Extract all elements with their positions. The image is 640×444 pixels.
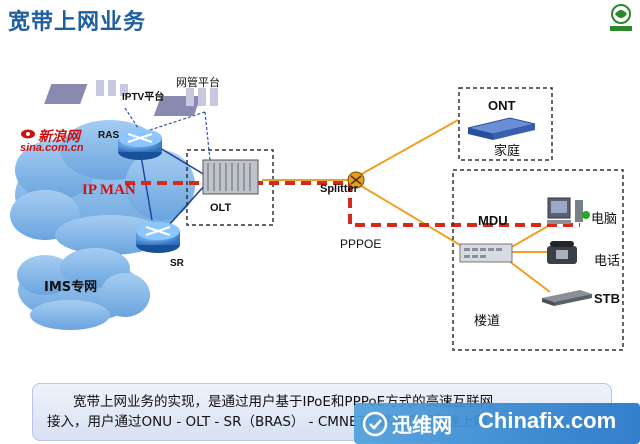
stb-label: STB <box>594 291 620 306</box>
iptv-label: IPTV平台 <box>122 92 165 103</box>
ims-cloud-icon <box>17 248 150 330</box>
sr-label: SR <box>170 258 184 269</box>
ont-label: ONT <box>488 98 516 113</box>
corridor-label: 楼道 <box>474 314 501 329</box>
status-led-icon <box>582 211 590 219</box>
watermark-logo-icon <box>362 411 388 437</box>
phone-label: 电话 <box>594 254 621 269</box>
watermark-left-text: 迅维网 <box>392 413 452 437</box>
sina-brand: 新浪网 <box>38 129 80 145</box>
ipman-cloud-icon <box>10 120 195 255</box>
network-diagram <box>10 80 624 351</box>
splitter-label: Splitter <box>320 183 358 195</box>
bras-router-icon <box>118 129 162 160</box>
page-title: 宽带上网业务 <box>8 10 147 35</box>
home-label: 家庭 <box>494 144 521 159</box>
watermark-right-text: Chinafix.com <box>478 408 617 433</box>
telephone-icon <box>547 241 577 264</box>
sina-domain: sina.com.cn <box>20 142 84 154</box>
nms-label: 网管平台 <box>176 76 220 89</box>
pppoe-label: PPPOE <box>340 237 382 251</box>
splitter-icon <box>347 171 365 189</box>
olt-label: OLT <box>210 202 232 214</box>
sr-router-icon <box>136 222 180 253</box>
ipman-label: IP MAN <box>82 182 136 198</box>
mdu-label: MDU <box>478 213 508 228</box>
mdu-icon <box>459 243 513 263</box>
watermark-banner <box>354 403 640 444</box>
ont-modem-icon <box>467 117 536 140</box>
computer-icon <box>547 197 583 224</box>
olt-chassis-icon <box>202 159 259 195</box>
sina-eye-icon <box>21 129 35 139</box>
ims-label: IMS专网 <box>44 280 98 295</box>
iptv-server-icon <box>44 80 128 104</box>
set-top-box-icon <box>542 290 592 306</box>
pc-label: 电脑 <box>591 212 618 227</box>
bras-label: RAS <box>98 130 120 141</box>
corner-logo-icon <box>610 4 632 31</box>
nms-server-icon <box>153 88 218 116</box>
